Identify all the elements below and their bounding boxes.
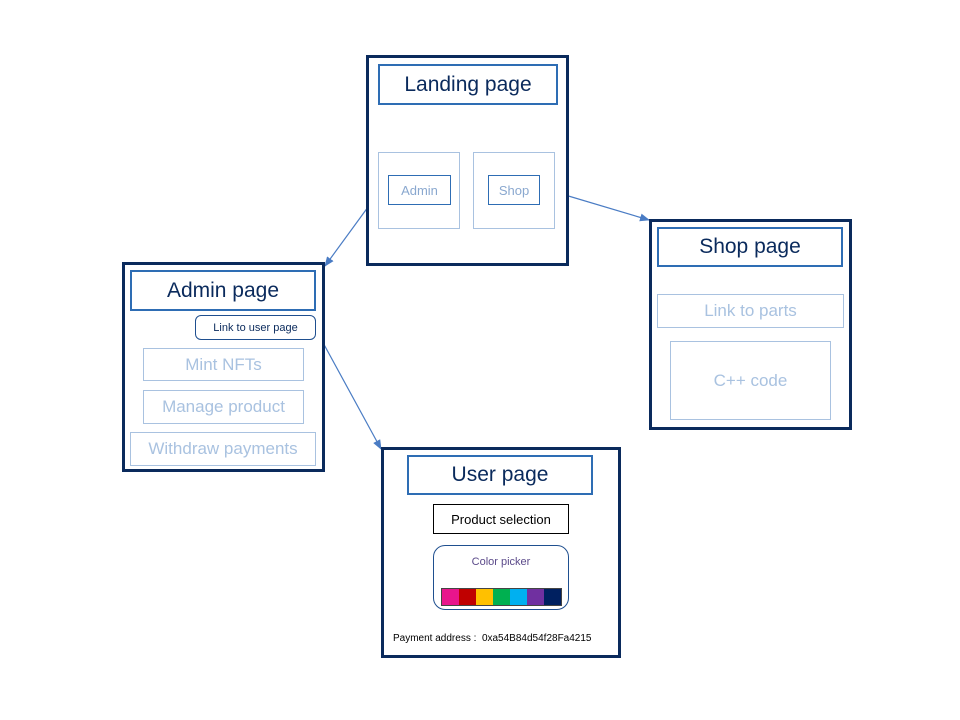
cpp-code-box: C++ code — [670, 341, 831, 420]
payment-address-label: Payment address : — [393, 633, 477, 644]
admin-button[interactable]: Admin — [388, 175, 451, 205]
payment-address: Payment address : 0xa54B84d54f28Fa4215 — [393, 633, 591, 644]
shop-page-title: Shop page — [657, 227, 843, 267]
color-picker-label: Color picker — [471, 556, 531, 568]
color-swatch[interactable] — [527, 589, 544, 605]
link-to-parts-button[interactable]: Link to parts — [657, 294, 844, 328]
product-selection[interactable]: Product selection — [433, 504, 569, 534]
user-page-title: User page — [407, 455, 593, 495]
link-to-user-page-button[interactable]: Link to user page — [195, 315, 316, 340]
color-picker[interactable]: Color picker — [433, 545, 569, 610]
payment-address-value: 0xa54B84d54f28Fa4215 — [481, 633, 592, 644]
color-swatch[interactable] — [544, 589, 561, 605]
mint-nfts-button[interactable]: Mint NFTs — [143, 348, 304, 381]
color-swatch[interactable] — [510, 589, 527, 605]
color-swatch[interactable] — [459, 589, 476, 605]
arrow-shop-to-shop-page — [554, 191, 650, 222]
manage-product-button[interactable]: Manage product — [143, 390, 304, 424]
color-swatch[interactable] — [476, 589, 493, 605]
withdraw-payments-button[interactable]: Withdraw payments — [130, 432, 316, 466]
admin-page-title: Admin page — [130, 270, 316, 311]
landing-page-title: Landing page — [378, 64, 558, 105]
color-swatch[interactable] — [493, 589, 510, 605]
admin-tile — [378, 152, 460, 229]
color-swatch[interactable] — [442, 589, 459, 605]
shop-button[interactable]: Shop — [488, 175, 540, 205]
arrow-link-to-user-page — [314, 327, 382, 450]
color-swatches — [441, 588, 562, 606]
shop-tile — [473, 152, 555, 229]
